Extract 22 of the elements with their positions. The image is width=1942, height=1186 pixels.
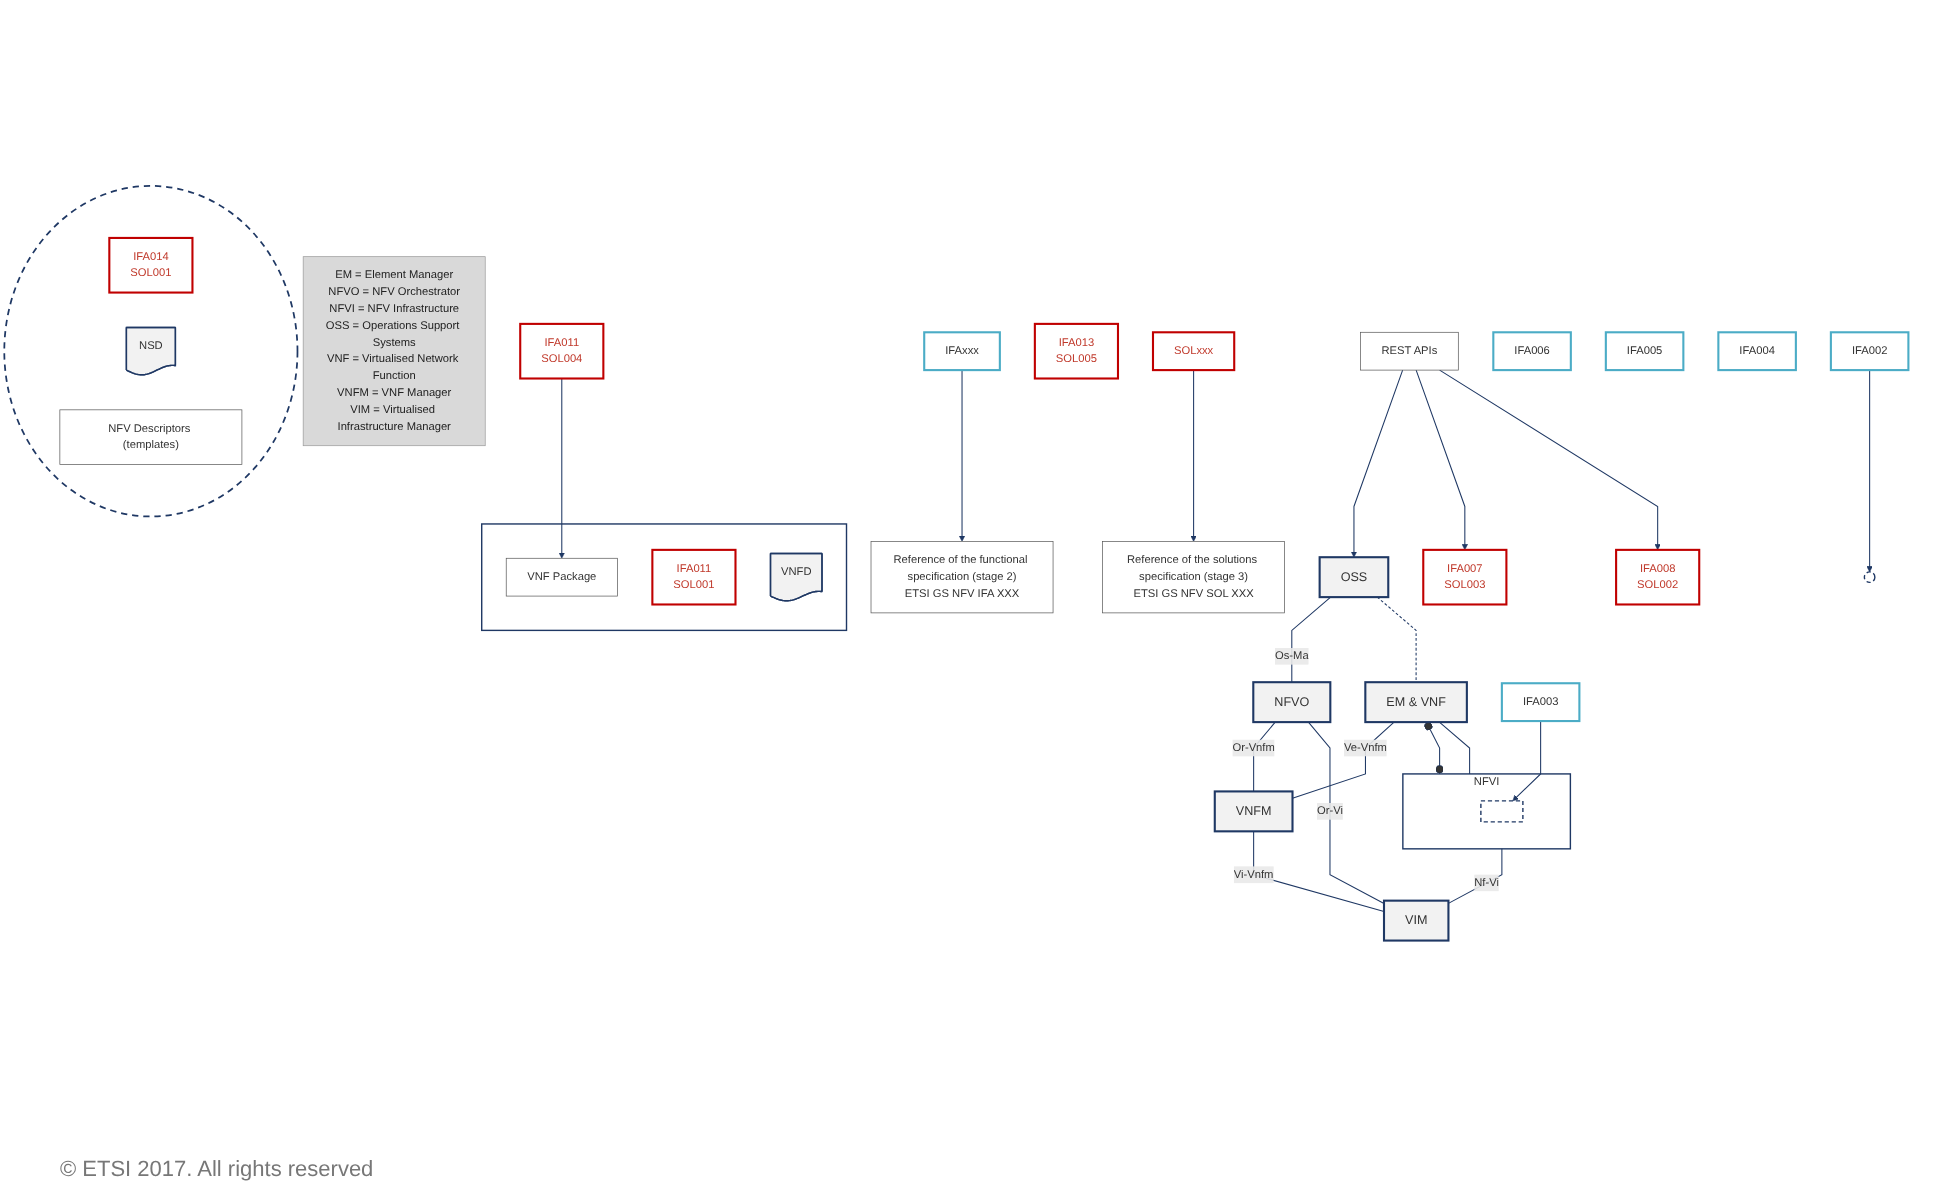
cluster xyxy=(481,523,848,632)
arrow xyxy=(1190,369,1197,542)
arrow xyxy=(1439,369,1661,551)
arrow xyxy=(1415,369,1468,551)
node-ellipse xyxy=(1863,571,1876,584)
connector xyxy=(1253,830,1385,913)
connector xyxy=(1253,721,1276,792)
arrow xyxy=(1512,720,1542,802)
connector xyxy=(1424,721,1444,775)
connector xyxy=(1307,721,1385,904)
connector xyxy=(1291,596,1332,683)
cluster xyxy=(3,185,299,518)
connector xyxy=(1376,596,1417,683)
arrow xyxy=(958,369,966,542)
arrow xyxy=(1350,369,1404,558)
connector xyxy=(1438,721,1471,775)
arrow xyxy=(558,377,565,559)
arrow xyxy=(1866,369,1873,573)
connector xyxy=(1291,721,1395,799)
node-box xyxy=(1480,800,1524,823)
connector xyxy=(1447,848,1503,904)
copyright-note: © ETSI 2017. All rights reserved xyxy=(60,1158,376,1182)
